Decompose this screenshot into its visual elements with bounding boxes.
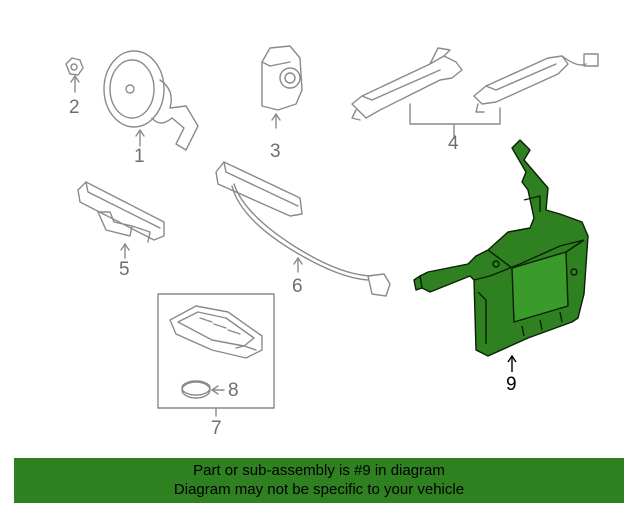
- part-8-battery[interactable]: [181, 380, 225, 399]
- callout-4: 4: [448, 133, 459, 154]
- part-5-antenna[interactable]: [77, 181, 165, 259]
- callout-9: 9: [506, 374, 517, 395]
- callout-3: 3: [270, 141, 281, 162]
- part-7-key-fob[interactable]: [157, 293, 275, 417]
- callout-1: 1: [134, 146, 145, 167]
- callout-2: 2: [69, 97, 80, 118]
- part-3-sensor[interactable]: [261, 45, 303, 129]
- part-2-clip[interactable]: [65, 57, 84, 93]
- callout-5: 5: [119, 259, 130, 280]
- callout-7: 7: [211, 418, 222, 439]
- info-banner: Part or sub-assembly is #9 in diagram Di…: [14, 458, 624, 503]
- callout-8: 8: [228, 380, 239, 401]
- parts-diagram: [65, 45, 599, 417]
- banner-line-1: Part or sub-assembly is #9 in diagram: [193, 462, 445, 479]
- callout-6: 6: [292, 276, 303, 297]
- part-9-control-module[interactable]: [413, 139, 589, 357]
- banner-line-2: Diagram may not be specific to your vehi…: [173, 481, 465, 498]
- part-6-antenna-cable[interactable]: [215, 161, 391, 297]
- part-1-horn[interactable]: [103, 50, 199, 151]
- part-4-antennas[interactable]: [351, 47, 599, 139]
